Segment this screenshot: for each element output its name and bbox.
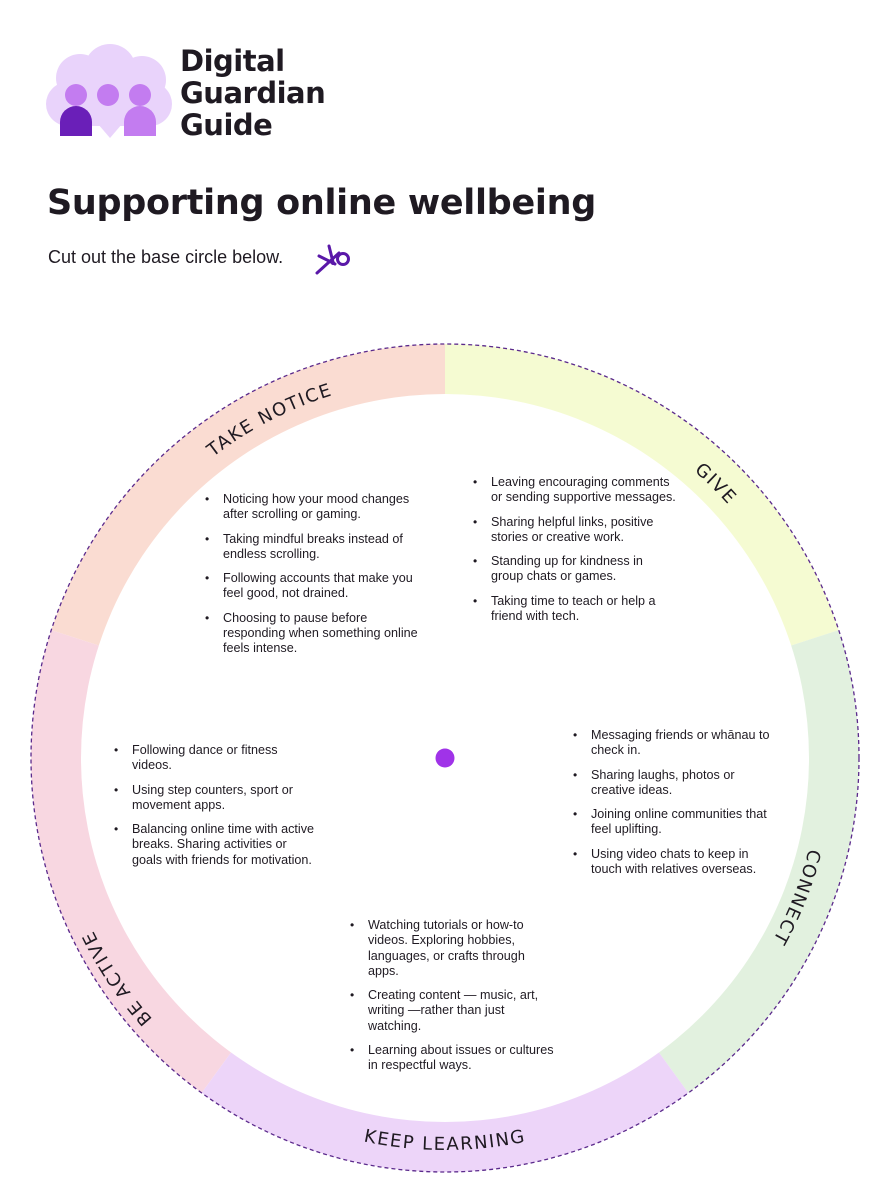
subtitle: Cut out the base circle below. — [48, 247, 284, 267]
list-item: Following dance or fitness videos. — [114, 743, 320, 774]
list-item: Learning about issues or cultures in res… — [350, 1043, 558, 1074]
connect-tips: Messaging friends or whānau to check in.… — [573, 728, 776, 886]
logo-people-icon — [60, 84, 156, 136]
brand-name-line-1: Digital — [180, 44, 285, 78]
list-item: Balancing online time with active breaks… — [114, 822, 320, 868]
scissors-icon — [315, 244, 350, 275]
wheel-center-dot — [435, 748, 455, 768]
list-item: Noticing how your mood changes after scr… — [205, 492, 419, 523]
list-item: Sharing helpful links, positive stories … — [473, 515, 676, 546]
take-notice-tips: Noticing how your mood changes after scr… — [205, 492, 419, 666]
list-item: Leaving encouraging comments or sending … — [473, 475, 676, 506]
digital-guardian-guide-logo — [46, 44, 172, 138]
list-item: Choosing to pause before responding when… — [205, 611, 419, 657]
list-item: Creating content — music, art, writing —… — [350, 988, 558, 1034]
brand-name-line-3: Guide — [180, 108, 273, 142]
list-item: Watching tutorials or how-to videos. Exp… — [350, 918, 558, 979]
list-item: Using video chats to keep in touch with … — [573, 847, 776, 878]
list-item: Sharing laughs, photos or creative ideas… — [573, 768, 776, 799]
list-item: Taking time to teach or help a friend wi… — [473, 594, 676, 625]
wheel-cut-line — [30, 343, 860, 1173]
list-item: Standing up for kindness in group chats … — [473, 554, 676, 585]
page-title: Supporting online wellbeing — [47, 183, 596, 223]
brand-name-line-2: Guardian — [180, 76, 326, 110]
be-active-tips: Following dance or fitness videos. Using… — [114, 743, 320, 877]
give-tips: Leaving encouraging comments or sending … — [473, 475, 676, 633]
list-item: Taking mindful breaks instead of endless… — [205, 532, 419, 563]
list-item: Using step counters, sport or movement a… — [114, 783, 320, 814]
list-item: Messaging friends or whānau to check in. — [573, 728, 776, 759]
list-item: Joining online communities that feel upl… — [573, 807, 776, 838]
keep-learning-tips: Watching tutorials or how-to videos. Exp… — [350, 918, 558, 1083]
list-item: Following accounts that make you feel go… — [205, 571, 419, 602]
